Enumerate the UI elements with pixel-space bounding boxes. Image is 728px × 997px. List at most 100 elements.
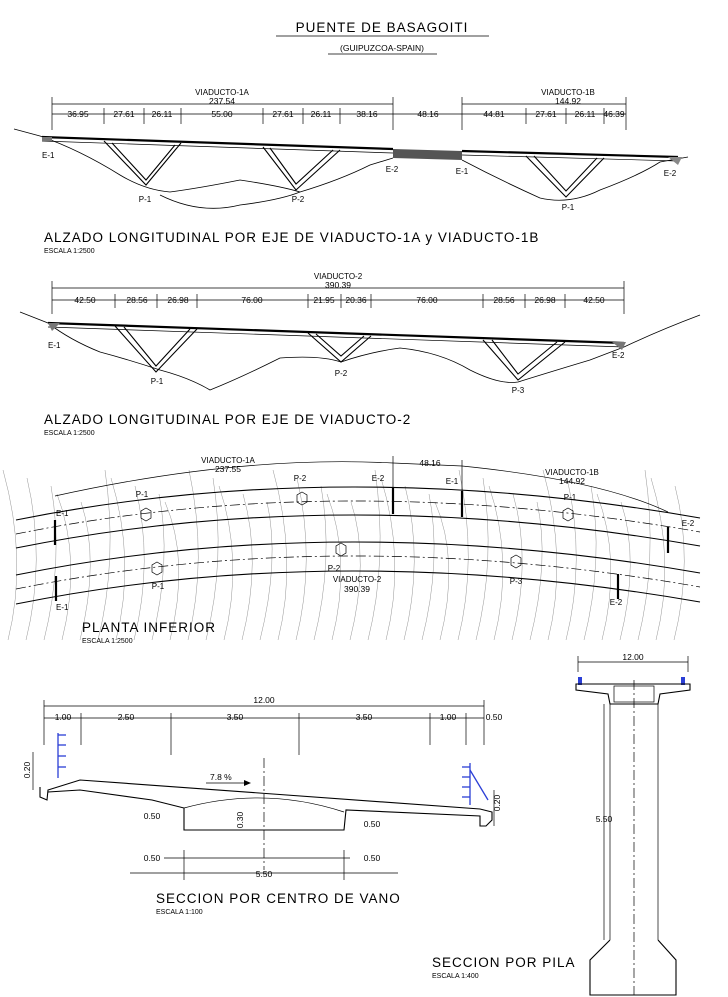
- v2-length: 390.39: [325, 280, 351, 290]
- contour-line: [403, 485, 415, 641]
- span-dim: 26.11: [575, 109, 596, 119]
- plan-gap: 48.16: [419, 458, 441, 468]
- contour-line: [565, 477, 577, 641]
- span-dim: 26.11: [311, 109, 332, 119]
- contour-line: [380, 477, 396, 641]
- v1a-name: VIADUCTO-1A: [195, 88, 249, 97]
- right-barrier: [462, 763, 489, 805]
- pier-barriers: [578, 677, 685, 685]
- contour-line: [25, 477, 37, 641]
- e2-label-v2: E-2: [612, 351, 625, 360]
- span-dim: 27.61: [113, 109, 135, 119]
- span-section-dim: 0.50: [486, 712, 503, 722]
- elevation2-heading: ALZADO LONGITUDINAL POR EJE DE VIADUCTO-…: [44, 412, 411, 427]
- pier-section-scale: ESCALA 1:400: [432, 973, 479, 980]
- span-dims-2: 42.50 28.56 26.98 76.00 21.95 20.36 76.0…: [74, 295, 605, 305]
- sheet-title: PUENTE DE BASAGOITI: [296, 20, 469, 35]
- contour-line: [110, 477, 126, 641]
- span-dim: 27.61: [535, 109, 557, 119]
- bottom-dim-left: 0.50: [144, 853, 161, 863]
- p3-label-v2: P-3: [512, 386, 525, 395]
- v2-name: VIADUCTO-2: [314, 272, 363, 281]
- contour-line: [259, 501, 273, 641]
- span-dim: 55.00: [211, 109, 233, 119]
- contour-line: [583, 485, 597, 641]
- v1a-length: 237.54: [209, 96, 235, 106]
- span-dim: 36.95: [67, 109, 89, 119]
- plan-v2-name: VIADUCTO-2: [333, 575, 382, 584]
- span-dim: 28.56: [126, 295, 148, 305]
- span-dim: 38.16: [356, 109, 378, 119]
- contour-line: [241, 493, 253, 641]
- contour-line: [205, 477, 219, 641]
- section-pier: 12.00 5.50: [575, 652, 691, 996]
- p2a-label: P-2: [292, 195, 305, 204]
- pier-height-dim: 5.50: [596, 814, 613, 824]
- plan-v1b-length: 144.92: [559, 476, 585, 486]
- contour-line: [218, 485, 234, 641]
- plan-p1-bot: P-1: [152, 582, 165, 591]
- plan-e1-bot: E-1: [56, 603, 69, 612]
- pier-section-heading: SECCION POR PILA: [432, 955, 576, 970]
- slab-0-30-dim: 0.30: [235, 811, 245, 828]
- contour-line: [272, 469, 288, 641]
- contour-line: [650, 477, 666, 641]
- span-dim: 76.00: [241, 295, 263, 305]
- contour-line: [673, 485, 685, 641]
- plan-view: VIADUCTO-1A 237.55 48.16 VIADUCTO-1B 144…: [2, 456, 701, 641]
- span-section-dim: 1.00: [55, 712, 72, 722]
- contour-line: [326, 493, 342, 641]
- contour-line: [457, 469, 469, 641]
- span-dim: 20.36: [345, 295, 367, 305]
- left-barrier: [57, 733, 66, 778]
- plan-e2b-top: E-2: [682, 519, 695, 528]
- plan-v1a-length: 237.55: [215, 464, 241, 474]
- span-dim: 46.39: [603, 109, 625, 119]
- span-dim: 26.98: [167, 295, 189, 305]
- contour-line: [434, 501, 450, 641]
- e1-label-v2: E-1: [48, 341, 61, 350]
- contour-line: [313, 485, 327, 641]
- sheet-subtitle: (GUIPUZCOA-SPAIN): [340, 43, 424, 53]
- span-dim: 42.50: [74, 295, 96, 305]
- e2b-label: E-2: [664, 169, 677, 178]
- plan-heading: PLANTA INFERIOR: [82, 620, 216, 635]
- elevation-viaducto-1: VIADUCTO-1A 237.54 VIADUCTO-1B 144.92 36…: [13, 88, 689, 212]
- span-section-heading: SECCION POR CENTRO DE VANO: [156, 891, 401, 906]
- contour-line: [56, 493, 72, 641]
- contour-line: [164, 501, 180, 641]
- web-dim-right: 0.50: [364, 819, 381, 829]
- contour-line: [187, 469, 199, 641]
- left-0-20-dim: 0.20: [22, 761, 32, 778]
- v1b-length: 144.92: [555, 96, 581, 106]
- e1a-label: E-1: [42, 151, 55, 160]
- span-section-width: 12.00: [253, 695, 275, 705]
- pier-width-dim: 12.00: [622, 652, 644, 662]
- plan-p2-top: P-2: [294, 474, 307, 483]
- plan-e1-top: E-1: [56, 509, 69, 518]
- contour-line: [619, 501, 631, 641]
- contour-line: [2, 469, 18, 641]
- span-section-dim: 3.50: [356, 712, 373, 722]
- slope-label: 7.8 %: [210, 772, 232, 782]
- span-dim: 76.00: [416, 295, 438, 305]
- bottom-width-dim: 5.50: [256, 869, 273, 879]
- span-dim: 26.98: [534, 295, 556, 305]
- span-dim: 44.81: [483, 109, 505, 119]
- plan-e1b-top: E-1: [446, 477, 459, 486]
- contour-line: [542, 469, 558, 641]
- plan-v1a-name: VIADUCTO-1A: [201, 456, 255, 465]
- span-dim: 26.11: [152, 109, 173, 119]
- plan-p3-bot: P-3: [510, 577, 523, 586]
- plan-e2-bot: E-2: [610, 598, 623, 607]
- elevation-viaducto-2: VIADUCTO-2 390.39 42.50 28.56 26.98 76.0…: [19, 272, 701, 395]
- p1a-label: P-1: [139, 195, 152, 204]
- span-dim: 27.61: [272, 109, 294, 119]
- span-section-dim: 3.50: [227, 712, 244, 722]
- v1b-name: VIADUCTO-1B: [541, 88, 595, 97]
- plan-p1-top: P-1: [136, 490, 149, 499]
- contour-line: [637, 469, 651, 641]
- span-section-dim: 1.00: [440, 712, 457, 722]
- plan-p1b-top: P-1: [564, 493, 577, 502]
